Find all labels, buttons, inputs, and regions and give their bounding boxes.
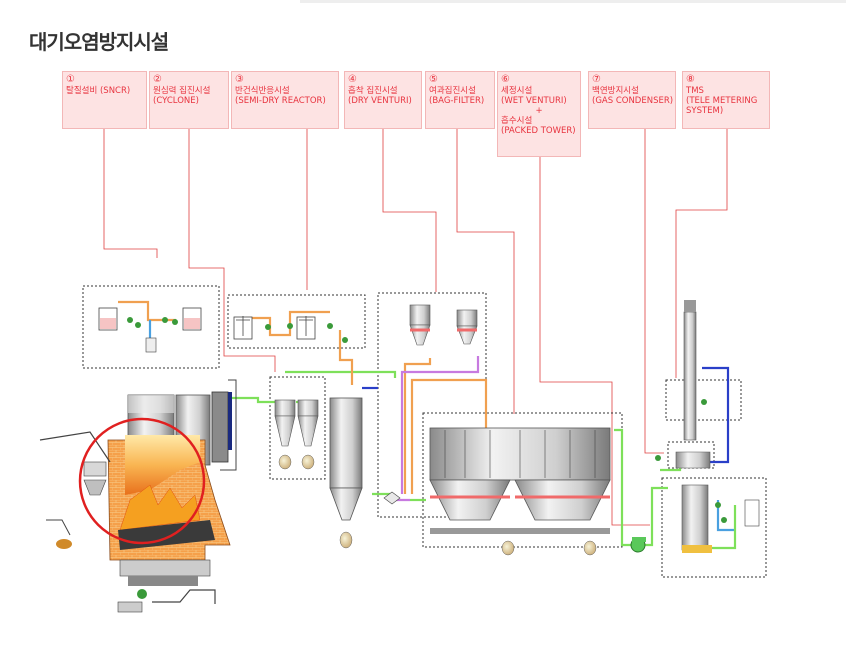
label-gas-condenser: ⑦ 백연방지시설 (GAS CONDENSER) [588, 71, 676, 129]
valve-icon [265, 323, 348, 343]
highlight-circle [78, 417, 206, 545]
label-line: 세정시설 [501, 86, 533, 96]
valve-icon [655, 399, 727, 523]
pipe-cyan [716, 500, 735, 532]
top-divider [300, 0, 846, 3]
label-semi-dry-reactor: ③ 반건식반응시설 (SEMI-DRY REACTOR) [231, 71, 339, 129]
semi-dry-reactor-vessel [329, 397, 363, 549]
label-line: TMS [686, 86, 704, 96]
label-number: ③ [235, 74, 244, 85]
pipe-orange [338, 330, 354, 385]
label-line: 백연방지시설 [592, 86, 639, 96]
label-tms: ⑧ TMS (TELE METERING SYSTEM) [682, 71, 770, 129]
valve-icon [127, 317, 178, 328]
label-line: (PACKED TOWER) [501, 126, 576, 136]
leader-line-dry-venturi [382, 129, 437, 292]
label-line: + [535, 106, 543, 116]
silo-tank [383, 304, 478, 505]
label-line: 반건식반응시설 [235, 86, 290, 96]
incinerator-boiler [39, 379, 237, 586]
reactor-tank [233, 316, 316, 340]
pipe-orange [118, 300, 176, 322]
label-line: (SEMI-DRY REACTOR) [235, 96, 326, 106]
leader-line-condenser [644, 129, 664, 454]
label-sncr: ① 탈질설비 (SNCR) [62, 71, 147, 129]
pipe-green [225, 396, 285, 404]
label-cyclone: ② 원심력 집진시설 (CYCLONE) [149, 71, 229, 129]
label-line: 흡착 집진시설 [348, 86, 398, 96]
leader-line-tms [675, 129, 728, 378]
pipe-orange [403, 358, 432, 494]
pipe-orange [410, 378, 488, 494]
sncr-box [82, 285, 220, 369]
bag-filter-unit [429, 427, 611, 556]
pipe-purple [400, 356, 480, 494]
label-line: 흡수시설 [501, 116, 533, 126]
label-line: 탈질설비 (SNCR) [66, 86, 131, 96]
sncr-tank [98, 307, 202, 353]
label-line: (DRY VENTURI) [348, 96, 412, 106]
ash-conveyor [46, 519, 216, 613]
pipe-green [614, 428, 632, 547]
tms-box [665, 379, 742, 421]
leader-line-bag-filter [456, 129, 515, 414]
label-bag-filter: ⑤ 여과집진시설 (BAG-FILTER) [425, 71, 495, 129]
label-line: (GAS CONDENSER) [592, 96, 674, 106]
label-number: ④ [348, 74, 357, 85]
cyclone-box [269, 376, 326, 480]
label-number: ② [153, 74, 162, 85]
label-number: ⑤ [429, 74, 438, 85]
label-line: (BAG-FILTER) [429, 96, 485, 106]
label-number: ⑧ [686, 74, 695, 85]
pipe-green [285, 370, 397, 378]
label-number: ⑥ [501, 74, 510, 85]
pipe-orange [246, 310, 330, 337]
fan-icon [630, 537, 646, 553]
leader-line-wet [539, 157, 650, 526]
label-line: 원심력 집진시설 [153, 86, 211, 96]
page-title: 대기오염방지시설 [29, 30, 169, 54]
reactor-box [227, 294, 366, 349]
label-line: (TELE METERING [686, 96, 758, 106]
pipe-blue [700, 366, 730, 464]
pipe-green [644, 486, 668, 547]
label-wet-venturi-packed-tower: ⑥ 세정시설 (WET VENTURI) + 흡수시설 (PACKED TOWE… [497, 71, 581, 157]
cyclone-unit [274, 399, 319, 470]
packed-tower-box [661, 477, 767, 578]
label-line: SYSTEM) [686, 106, 724, 116]
leader-line-cyclone [188, 129, 276, 372]
label-line: (WET VENTURI) [501, 96, 567, 106]
label-dry-venturi: ④ 흡착 집진시설 (DRY VENTURI) [344, 71, 422, 129]
label-line: 여과집진시설 [429, 86, 476, 96]
label-line: (CYCLONE) [153, 96, 199, 106]
leader-line-sncr [103, 129, 158, 258]
leader-lines [103, 129, 728, 526]
stack [675, 300, 760, 553]
label-number: ⑦ [592, 74, 601, 85]
label-number: ① [66, 74, 75, 85]
